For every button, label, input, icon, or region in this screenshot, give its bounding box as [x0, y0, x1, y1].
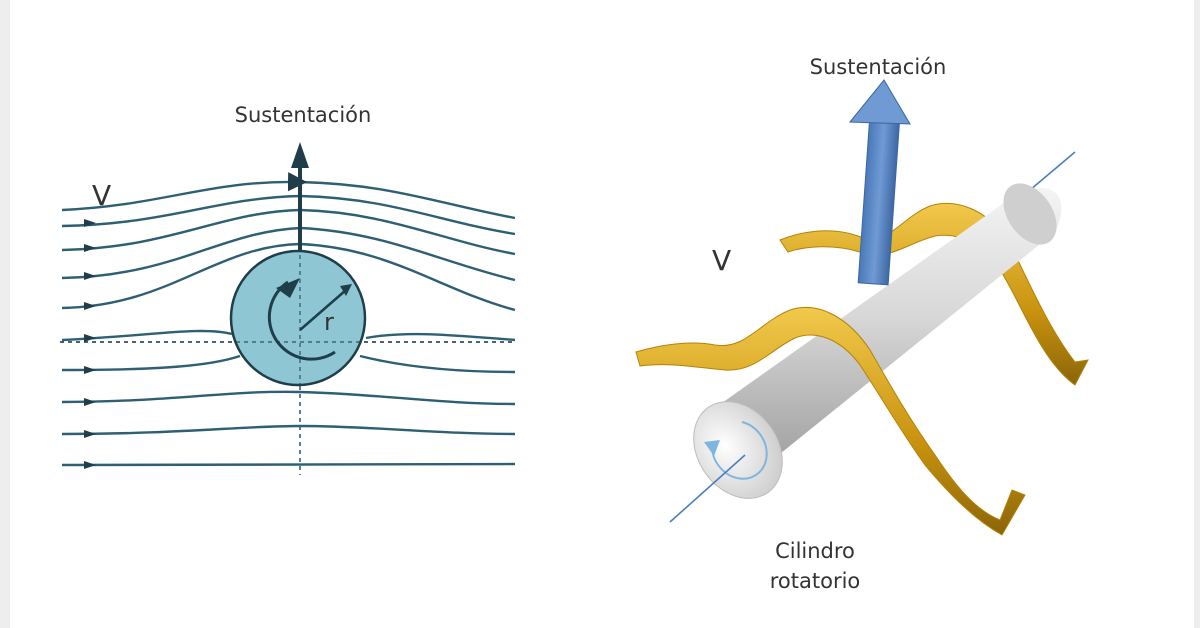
streamline-arrow-icon — [84, 219, 96, 227]
streamline-arrow-icon — [84, 398, 96, 406]
rotation-arc — [267, 280, 336, 361]
streamline — [61, 390, 516, 406]
cylinder-label-line2: rotatorio — [770, 569, 861, 593]
streamline-arrow-icon — [84, 366, 96, 374]
streamline — [61, 172, 516, 220]
streamline-arrow-icon — [84, 272, 96, 280]
streamline — [61, 462, 516, 467]
right-diagram: Sustentación V Cilindro rotatorio — [635, 55, 1089, 593]
cylinder-cross-section — [229, 249, 367, 387]
lift-arrow-icon — [291, 142, 309, 168]
left-velocity-label: V — [92, 179, 111, 212]
streamline — [61, 424, 516, 436]
streamline-arrow-icon — [84, 302, 96, 310]
right-lift-label: Sustentación — [810, 55, 947, 79]
left-diagram: Sustentación V — [60, 103, 516, 475]
right-border-strip — [1194, 0, 1200, 628]
rotation-arrow-icon — [276, 278, 300, 298]
streamline-arrowheads — [84, 219, 96, 469]
left-border-strip — [0, 0, 10, 628]
lift-arrow-icon — [848, 79, 911, 125]
airflow-ribbon-front — [635, 306, 1026, 536]
streamline-arrow-icon — [84, 430, 96, 438]
streamline-arrow-icon — [84, 244, 96, 252]
rotation-indicator-icon — [704, 440, 720, 456]
axis-line-front — [669, 454, 746, 523]
rotation-indicator-arc — [711, 421, 768, 480]
radius-arrow-icon — [340, 284, 352, 296]
left-lift-label: Sustentación — [235, 103, 372, 127]
right-lift-arrow-shaft — [857, 116, 901, 286]
axis-line-back — [1029, 151, 1076, 191]
cylinder-label-line1: Cilindro — [775, 539, 855, 563]
cylinder-front-cap — [693, 401, 783, 499]
streamlines — [61, 172, 516, 467]
radius-label: r — [324, 308, 334, 336]
streamline — [359, 354, 516, 374]
streamline — [61, 208, 516, 256]
right-velocity-label: V — [712, 244, 731, 277]
streamline-arrow-icon — [84, 461, 96, 469]
streamline — [365, 332, 516, 342]
cylinder-back-end — [1003, 183, 1057, 245]
cylinder-body — [698, 187, 1062, 470]
radius-line — [299, 289, 347, 331]
streamline-arrow-icon — [84, 334, 96, 342]
